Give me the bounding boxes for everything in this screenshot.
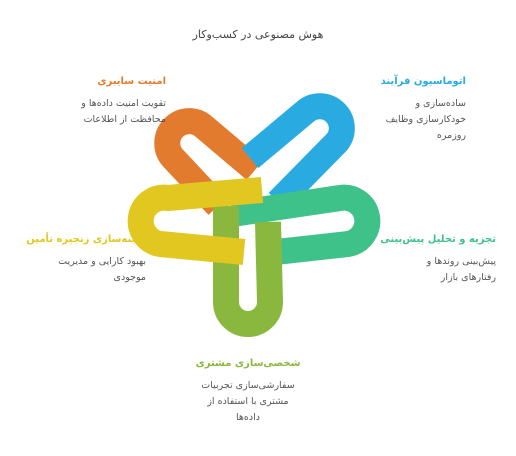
item-personalization: شخصی‌سازی مشتری سفارشی‌سازی تجربیات مشتر… — [178, 356, 318, 426]
item-supply-chain-description: بهبود کارایی و مدیریت موجودی — [58, 256, 146, 283]
item-cybersecurity: امنیت سایبری تقویت امنیت داده‌ها و محافظ… — [38, 74, 166, 128]
item-personalization-description: سفارشی‌سازی تجربیات مشتری با استفاده از … — [201, 380, 295, 423]
item-automation: اتوماسیون فرآیند ساده‌سازی و خودکارسازی … — [340, 74, 466, 144]
item-personalization-heading: شخصی‌سازی مشتری — [195, 358, 301, 369]
lobe-supply-chain — [127, 177, 264, 265]
lobe-automation — [241, 93, 355, 212]
diagram-title: هوش مصنوعی در کسب‌وکار — [192, 28, 324, 41]
item-automation-heading: اتوماسیون فرآیند — [380, 76, 466, 87]
lobe-personalization — [213, 206, 284, 337]
item-supply-chain: بهینه‌سازی زنجیره تأمین بهبود کارایی و م… — [10, 232, 146, 286]
item-analytics: تجزیه و تحلیل پیش‌بینی پیش‌بینی روندها و… — [368, 232, 496, 286]
item-analytics-description: پیش‌بینی روندها و رفتارهای بازار — [426, 256, 496, 283]
lobe-analytics — [230, 184, 381, 267]
item-analytics-heading: تجزیه و تحلیل پیش‌بینی — [380, 234, 496, 245]
lobe-cybersecurity — [154, 108, 264, 215]
item-supply-chain-heading: بهینه‌سازی زنجیره تأمین — [26, 234, 146, 245]
item-cybersecurity-heading: امنیت سایبری — [97, 76, 166, 87]
item-automation-description: ساده‌سازی و خودکارسازی وظایف روزمره — [385, 98, 466, 141]
item-cybersecurity-description: تقویت امنیت داده‌ها و محافظت از اطلاعات — [81, 98, 166, 125]
